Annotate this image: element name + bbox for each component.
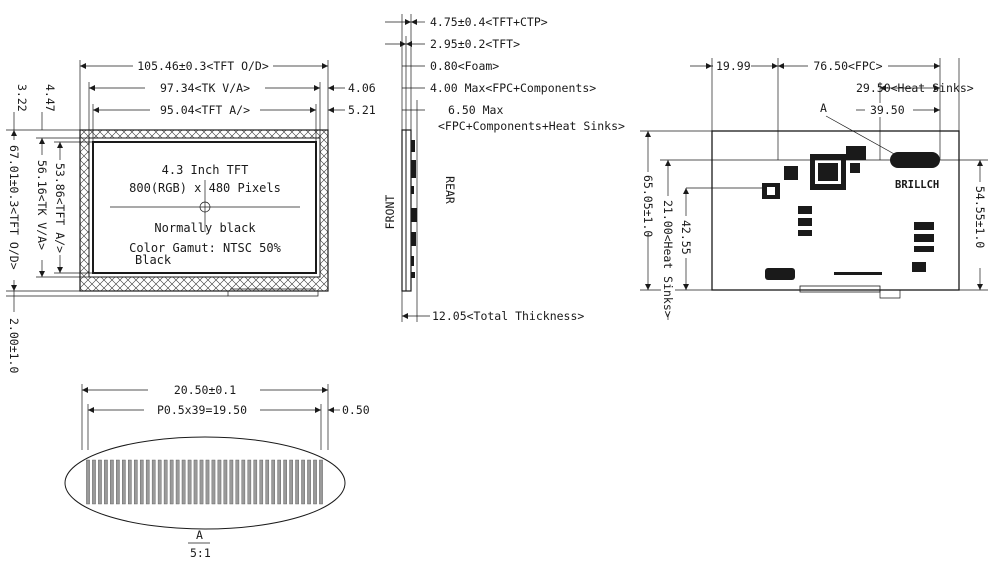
dim-rear-left: 19.99 (716, 59, 751, 73)
fpc-pin (86, 459, 90, 505)
detail-ellipse (64, 436, 346, 530)
touch-view-area (88, 137, 321, 278)
dim-tft-od-height: 67.01±0.3<TFT O/D> (7, 145, 21, 270)
fpc-pin (205, 459, 210, 505)
dim-tft-aa-width: 95.04<TFT A/> (160, 103, 250, 117)
fpc-pin (217, 459, 222, 505)
fpc-pin (104, 459, 108, 505)
fpc-pin (283, 459, 287, 505)
fpc-pin (295, 459, 299, 505)
fpc-pin (122, 459, 126, 505)
label-front: FRONT (383, 195, 397, 230)
fpc-pin (229, 459, 234, 505)
fpc-pin (265, 459, 270, 505)
dim-left-offset-1: 4.47 (43, 84, 57, 112)
fpc-pin (271, 459, 276, 505)
fpc-pin (163, 459, 168, 505)
panel-text-gamut: Color Gamut: NTSC 50% (129, 241, 281, 255)
panel-text-size: 4.3 Inch TFT (162, 163, 249, 177)
dim-foam: 0.80<Foam> (430, 59, 499, 73)
dim-heat-desc: <FPC+Components+Heat Sinks> (438, 119, 625, 133)
dim-right-height: 54.55±1.0 (973, 186, 987, 248)
dim-tft: 2.95±0.2<TFT> (430, 37, 520, 51)
fpc-pin (92, 459, 96, 505)
fpc-pin (181, 459, 186, 505)
dim-right-offset-2: 5.21 (348, 103, 376, 117)
center-mark-icon (199, 201, 211, 213)
fpc-pin (139, 459, 144, 505)
dim-pitch: P0.5x39=19.50 (157, 403, 247, 417)
dim-left-offset-2: 3.22 (15, 84, 29, 112)
fpc-pin (128, 459, 132, 505)
fpc-pin (199, 459, 204, 505)
dim-right-offset-1: 4.06 (348, 81, 376, 95)
fpc-pin (175, 459, 180, 505)
fpc-pin (151, 459, 156, 505)
dim-detail-total-width: 20.50±0.1 (174, 383, 236, 397)
fpc-pin (223, 459, 228, 505)
detail-view-a: 20.50±0.1 P0.5x39=19.50 0.50 A 5:1 (64, 383, 370, 560)
fpc-pin (235, 459, 240, 505)
brand-mark: BRILLCH (895, 179, 939, 191)
fpc-pin (301, 459, 305, 505)
detail-label-scale: 5:1 (190, 546, 211, 560)
fpc-pin (145, 459, 150, 505)
dim-rear-height: 65.05±1.0 (641, 175, 655, 237)
dim-heat-max: 6.50 Max (448, 103, 503, 117)
heat-sink-oval (890, 152, 940, 168)
dim-tk-va-height: 56.16<TK V/A> (35, 160, 49, 250)
fpc-pin (211, 459, 216, 505)
panel-text-black: Black (135, 253, 172, 267)
fpc-pin (247, 459, 252, 505)
fpc-pin (259, 459, 264, 505)
panel-text-resolution: 800(RGB) x 480 Pixels (129, 181, 281, 195)
dim-tft-ctp: 4.75±0.4<TFT+CTP> (430, 15, 548, 29)
active-area (92, 141, 317, 274)
dim-tk-va-width: 97.34<TK V/A> (160, 81, 250, 95)
dim-fpc-components: 4.00 Max<FPC+Components> (430, 81, 596, 95)
fpc-pins (86, 459, 323, 505)
dim-tft-od-width: 105.46±0.3<TFT O/D> (137, 59, 269, 73)
fpc-pin (313, 459, 317, 505)
panel-text-mode: Normally black (154, 221, 256, 235)
fpc-pin (98, 459, 102, 505)
dim-total-thickness: 12.05<Total Thickness> (432, 309, 584, 323)
dim-rear-fpc: 76.50<FPC> (813, 59, 882, 73)
fpc-pin (133, 459, 138, 505)
fpc-pin (289, 459, 293, 505)
dim-gap: 0.50 (342, 403, 370, 417)
rear-view: BRILLCH A 19.99 76.50<FPC> 29.50<Heat Si… (640, 58, 988, 320)
side-view: FRONT REAR 4.75±0.4<TFT+CTP> 2.95±0.2<TF… (383, 14, 625, 323)
fpc-pin (110, 459, 114, 505)
fpc-pin (241, 459, 246, 505)
label-rear: REAR (443, 176, 457, 204)
fpc-pin (193, 459, 198, 505)
dim-tft-aa-height: 53.86<TFT A/> (53, 163, 67, 253)
dim-42-55: 42.55 (679, 220, 693, 255)
fpc-pin (319, 459, 323, 505)
fpc-pin (169, 459, 174, 505)
fpc-pin (157, 459, 162, 505)
dim-bottom-offset: 2.00±1.0 (7, 318, 21, 373)
fpc-pin (187, 459, 192, 505)
front-view: 4.3 Inch TFT 800(RGB) x 480 Pixels Norma… (6, 58, 376, 373)
detail-marker-a: A (820, 101, 827, 115)
fpc-pin (307, 459, 311, 505)
fpc-pin (253, 459, 258, 505)
detail-label-letter: A (196, 528, 203, 542)
dim-heat-sinks-x: 39.50 (870, 103, 905, 117)
fpc-pin (116, 459, 120, 505)
fpc-pin (277, 459, 281, 505)
dim-heat-sinks-width: 29.50<Heat Sinks> (856, 81, 974, 95)
dim-heat-sinks-height: 21.00<Heat Sinks> (661, 200, 675, 318)
